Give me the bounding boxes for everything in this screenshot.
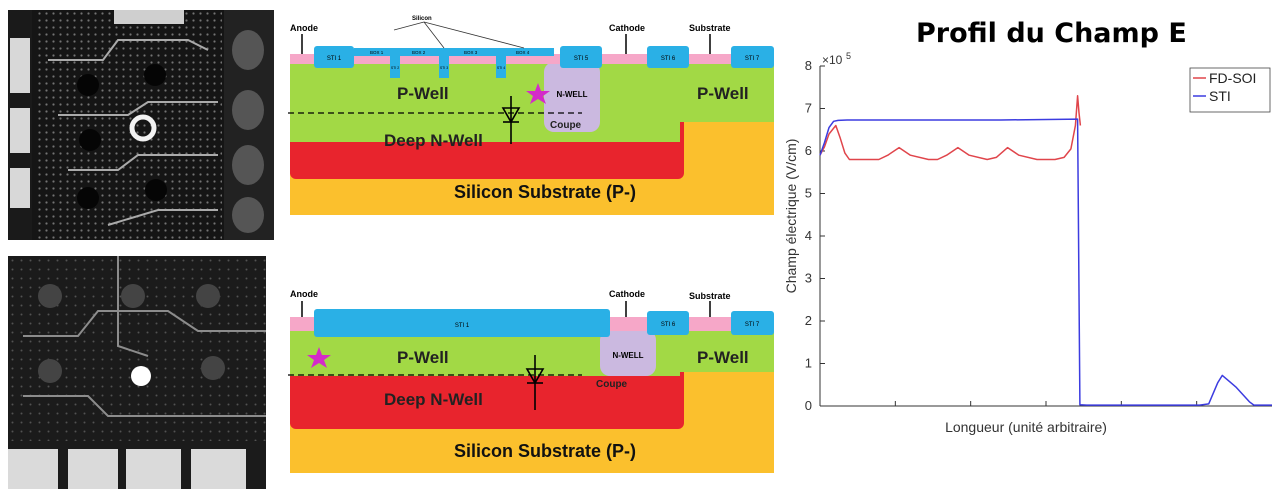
label-sti-6: STI 6 — [661, 322, 676, 328]
label-anode: Anode — [290, 23, 318, 33]
label-pwell-left: P-Well — [397, 84, 449, 103]
series-line-sti — [820, 119, 1272, 405]
microscope-photo-top — [8, 10, 274, 240]
label-substrate: Silicon Substrate (P-) — [454, 182, 636, 202]
label-coupe: Coupe — [550, 120, 582, 131]
label-sti-2: STI 2 — [391, 66, 399, 70]
label-pwell-right: P-Well — [697, 84, 749, 103]
label-substrate-contact: Substrate — [689, 23, 731, 33]
label-substrate-contact: Substrate — [689, 291, 731, 301]
chart-legend: FD-SOI STI — [1190, 68, 1270, 112]
label-pwell-right: P-Well — [697, 348, 749, 367]
label-box-2: BOX 2 — [412, 50, 426, 55]
y-tick-label: 4 — [805, 228, 812, 243]
label-nwell: N-WELL — [556, 90, 587, 99]
y-tick-label: 8 — [805, 58, 812, 73]
y-multiplier-exponent: 5 — [846, 52, 851, 61]
y-tick-label: 5 — [805, 186, 812, 201]
y-axis-label: Champ électrique (V/cm) — [783, 139, 799, 294]
label-silicon: Silicon — [412, 16, 432, 22]
label-sti-5: STI 5 — [574, 56, 589, 62]
legend-label: FD-SOI — [1209, 70, 1256, 86]
label-pwell-left: P-Well — [397, 348, 449, 367]
label-box-1: BOX 1 — [370, 50, 384, 55]
label-sti-6: STI 6 — [661, 56, 676, 62]
label-sti-7: STI 7 — [745, 322, 760, 328]
y-tick-label: 1 — [805, 356, 812, 371]
label-sti-left: STI 1 — [455, 323, 470, 329]
series-line-fd-soi — [820, 96, 1080, 160]
y-tick-label: 3 — [805, 271, 812, 286]
label-sti-4: STI 4 — [497, 66, 505, 70]
label-sti-7: STI 7 — [745, 56, 760, 62]
label-box-4: BOX 4 — [516, 50, 530, 55]
label-box-3: BOX 3 — [464, 50, 478, 55]
label-cathode: Cathode — [609, 289, 645, 299]
cross-section-top: Anode Silicon Cathode Substrate STI 1 BO… — [284, 12, 784, 217]
microscope-photo-bottom — [8, 256, 266, 489]
y-tick-label: 6 — [805, 143, 812, 158]
label-nwell: N-WELL — [612, 351, 643, 360]
label-deep-nwell: Deep N-Well — [384, 131, 483, 150]
label-substrate: Silicon Substrate (P-) — [454, 441, 636, 461]
label-anode: Anode — [290, 289, 318, 299]
label-sti-left: STI 1 — [327, 56, 342, 62]
y-tick-label: 7 — [805, 101, 812, 116]
y-tick-label: 2 — [805, 313, 812, 328]
label-coupe: Coupe — [596, 379, 628, 390]
pwell-left-layer — [290, 62, 680, 142]
chart-title: Profil du Champ E — [916, 18, 1187, 49]
cross-section-bottom: Anode Cathode Substrate STI 1 STI 6 STI … — [284, 285, 784, 475]
y-tick-label: 0 — [805, 398, 812, 413]
legend-label: STI — [1209, 88, 1231, 104]
label-cathode: Cathode — [609, 23, 645, 33]
label-sti-3: STI 3 — [440, 66, 448, 70]
y-multiplier: ×10 — [822, 53, 843, 67]
label-deep-nwell: Deep N-Well — [384, 390, 483, 409]
microscope-photo-top-graphic — [8, 10, 274, 240]
microscope-photo-bottom-graphic — [8, 256, 266, 489]
x-axis-label: Longueur (unité arbitraire) — [945, 419, 1107, 435]
